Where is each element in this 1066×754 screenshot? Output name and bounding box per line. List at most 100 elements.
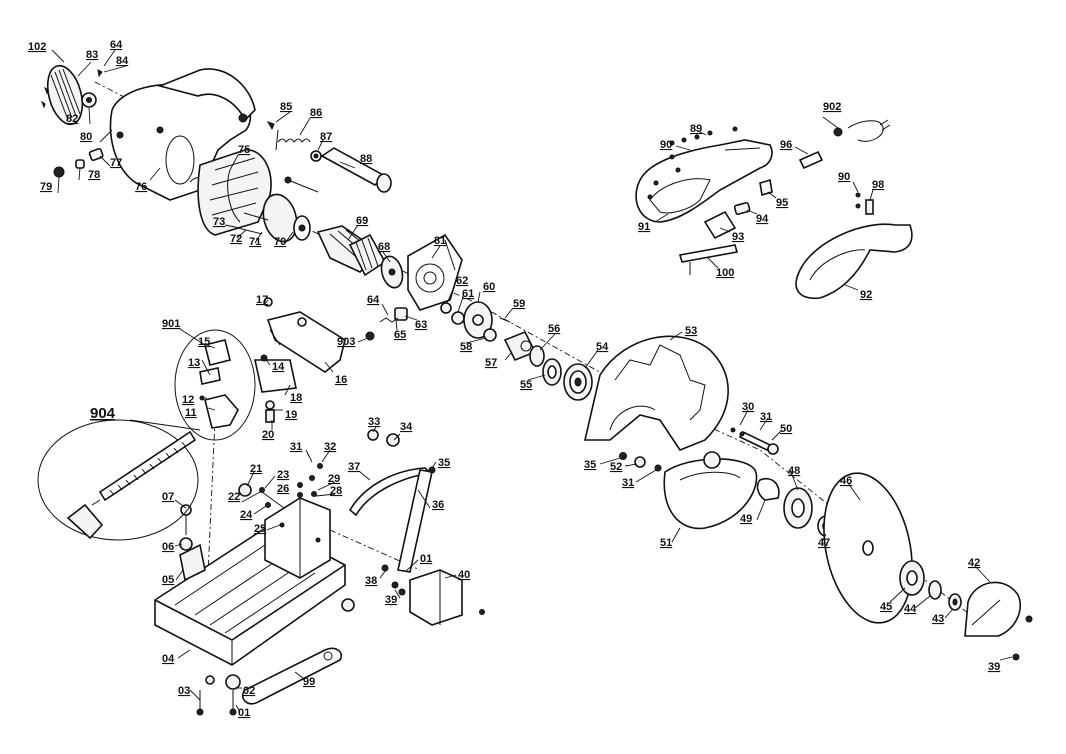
label-50: 50 xyxy=(780,423,792,435)
lead-screw-904 xyxy=(66,430,197,540)
adjusters-21-22-24 xyxy=(238,483,271,508)
label-902: 902 xyxy=(823,101,841,113)
screws-71-72-73 xyxy=(237,212,269,235)
label-90b: 90 xyxy=(838,171,850,183)
label-20: 20 xyxy=(262,429,274,441)
clamp-block-40 xyxy=(409,569,485,626)
label-01b: 01 xyxy=(238,707,250,719)
label-04: 04 xyxy=(162,653,175,665)
label-82: 82 xyxy=(66,113,78,125)
label-100: 100 xyxy=(716,267,734,279)
bushing-87 xyxy=(310,150,322,162)
cord-clamp-98 xyxy=(855,192,874,215)
label-81: 81 xyxy=(434,235,446,247)
label-48: 48 xyxy=(788,465,800,477)
screws-28-29-31-32 xyxy=(297,463,323,498)
label-95: 95 xyxy=(776,197,788,209)
label-15: 15 xyxy=(198,336,210,348)
arm-36-37 xyxy=(348,466,436,573)
label-93: 93 xyxy=(732,231,744,243)
label-40: 40 xyxy=(458,569,470,581)
label-05: 05 xyxy=(162,574,174,586)
label-22: 22 xyxy=(228,491,240,503)
handle-screws-89-90 xyxy=(647,126,738,200)
label-23: 23 xyxy=(277,469,289,481)
rod-100 xyxy=(678,244,739,275)
label-54: 54 xyxy=(596,341,609,353)
label-30: 30 xyxy=(742,401,754,413)
lever-33-34 xyxy=(367,429,400,447)
screw-84 xyxy=(97,69,103,78)
label-87: 87 xyxy=(320,131,332,143)
label-85: 85 xyxy=(280,101,292,113)
lower-blade-guard-51 xyxy=(663,451,758,530)
label-90: 90 xyxy=(660,139,672,151)
bracket-14-18-19-20 xyxy=(254,354,297,423)
label-70: 70 xyxy=(274,236,286,248)
label-94: 94 xyxy=(756,213,769,225)
spring-86 xyxy=(266,121,311,151)
label-58: 58 xyxy=(460,341,472,353)
label-17: 17 xyxy=(256,294,268,306)
label-65: 65 xyxy=(394,329,406,341)
label-78: 78 xyxy=(88,169,100,181)
handle-cover-92 xyxy=(795,223,913,299)
handle-half-91 xyxy=(635,139,773,223)
label-63: 63 xyxy=(415,319,427,331)
leader-lines xyxy=(51,49,1013,713)
label-53: 53 xyxy=(685,325,697,337)
label-69: 69 xyxy=(356,215,368,227)
shaft-88 xyxy=(320,147,392,193)
detail-ellipse-901 xyxy=(174,329,256,441)
bearing-55 xyxy=(542,358,562,386)
cutting-disc-46 xyxy=(823,472,913,624)
label-35: 35 xyxy=(438,457,450,469)
label-56: 56 xyxy=(548,323,560,335)
label-31b: 31 xyxy=(760,411,772,423)
nut-43 xyxy=(948,593,962,611)
pinion-60-61-62 xyxy=(440,301,511,339)
label-904: 904 xyxy=(90,405,116,422)
label-79: 79 xyxy=(40,181,52,193)
label-29: 29 xyxy=(328,473,340,485)
bracket-parts-11-15 xyxy=(199,339,239,429)
label-903: 903 xyxy=(337,336,355,348)
label-42: 42 xyxy=(968,557,980,569)
label-77: 77 xyxy=(110,157,122,169)
label-26: 26 xyxy=(277,483,289,495)
part-labels: 102 83 64 84 82 80 77 78 79 76 75 85 86 … xyxy=(28,39,1000,719)
label-47: 47 xyxy=(818,537,830,549)
label-11: 11 xyxy=(185,407,197,419)
label-32: 32 xyxy=(324,441,336,453)
spring-49 xyxy=(756,478,780,501)
label-31: 31 xyxy=(290,441,302,453)
flange-44-45 xyxy=(899,560,942,600)
label-07: 07 xyxy=(162,491,174,503)
label-39b: 39 xyxy=(988,661,1000,673)
foot-02-bolts-01-03 xyxy=(196,674,241,716)
vice-block-05-06-07 xyxy=(179,504,206,582)
label-83: 83 xyxy=(86,49,98,61)
pin-96 xyxy=(798,150,824,170)
label-60: 60 xyxy=(483,281,495,293)
label-59: 59 xyxy=(513,298,525,310)
cover-plate-16-17 xyxy=(263,297,346,373)
label-62: 62 xyxy=(456,275,468,287)
label-24: 24 xyxy=(240,509,253,521)
label-13: 13 xyxy=(188,357,200,369)
label-102: 102 xyxy=(28,41,46,53)
label-18: 18 xyxy=(290,392,302,404)
label-14: 14 xyxy=(272,361,285,373)
label-72: 72 xyxy=(230,233,242,245)
label-61: 61 xyxy=(462,288,474,300)
label-03: 03 xyxy=(178,685,190,697)
stator-75 xyxy=(197,149,272,236)
ring-56 xyxy=(529,345,545,367)
label-21: 21 xyxy=(250,463,262,475)
label-55: 55 xyxy=(520,379,532,391)
label-35b: 35 xyxy=(584,459,596,471)
label-44: 44 xyxy=(904,603,917,615)
label-64: 64 xyxy=(110,39,123,51)
motor-housing-76 xyxy=(109,68,256,201)
